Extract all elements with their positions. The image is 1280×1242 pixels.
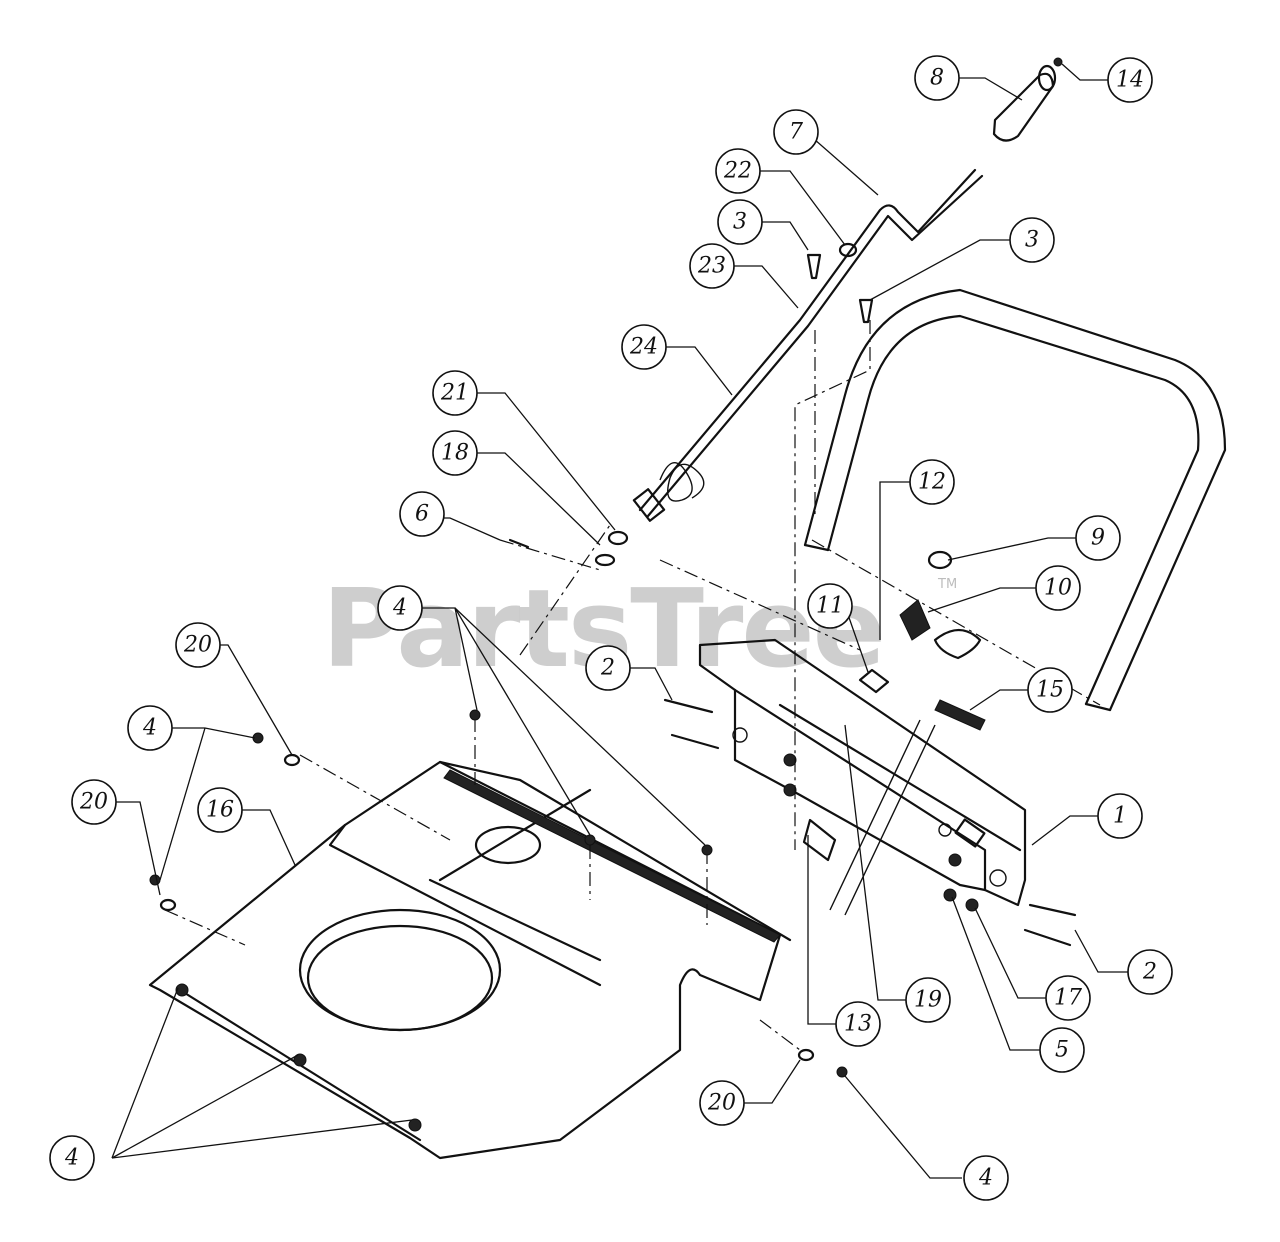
callout-label: 24 (629, 335, 658, 360)
callout-3: 3 (717, 199, 763, 245)
ignition-parts (802, 550, 986, 916)
callout-9: 9 (1075, 515, 1121, 561)
callout-1: 1 (1097, 793, 1143, 839)
callout-label: 2 (1142, 960, 1157, 985)
callout-label: 4 (392, 596, 407, 621)
callout-2: 2 (1127, 949, 1173, 995)
callout-20: 20 (175, 622, 221, 668)
callout-21: 21 (432, 370, 478, 416)
callout-22: 22 (715, 148, 761, 194)
callout-13: 13 (835, 1001, 881, 1047)
callout-15: 15 (1027, 667, 1073, 713)
callout-label: 6 (415, 502, 429, 527)
body-shroud (148, 760, 792, 1160)
callout-label: 20 (183, 633, 212, 658)
callout-7: 7 (773, 109, 819, 155)
callout-label: 21 (440, 381, 469, 406)
callout-label: 9 (1091, 526, 1105, 551)
fasteners (149, 242, 874, 1132)
callout-label: 13 (844, 1012, 872, 1037)
callout-label: 20 (707, 1091, 736, 1116)
callout-8: 8 (914, 55, 960, 101)
callout-label: 5 (1055, 1038, 1069, 1063)
callout-14: 14 (1107, 57, 1153, 103)
callout-label: 23 (697, 254, 726, 279)
callout-20: 20 (699, 1080, 745, 1126)
callout-label: 10 (1044, 576, 1072, 601)
callout-6: 6 (399, 491, 445, 537)
leader-lines (95, 63, 1128, 1179)
callout-label: 15 (1036, 678, 1064, 703)
callout-4: 4 (49, 1135, 95, 1181)
callout-17: 17 (1045, 975, 1091, 1021)
callout-label: 19 (914, 988, 942, 1013)
callout-11: 11 (807, 583, 853, 629)
callout-label: 2 (600, 656, 615, 681)
callout-5: 5 (1039, 1027, 1085, 1073)
callout-19: 19 (905, 977, 951, 1023)
callout-10: 10 (1035, 565, 1081, 611)
callout-4: 4 (963, 1155, 1009, 1201)
handle-grip (992, 57, 1063, 142)
callout-label: 8 (930, 66, 944, 91)
callout-label: 11 (816, 594, 844, 619)
callout-4: 4 (377, 585, 423, 631)
callout-3: 3 (1009, 217, 1055, 263)
callout-20: 20 (71, 779, 117, 825)
callout-label: 20 (79, 790, 108, 815)
callout-label: 3 (1025, 228, 1039, 253)
watermark-trademark: TM (937, 577, 957, 592)
callout-label: 22 (723, 159, 752, 184)
callout-label: 3 (733, 210, 747, 235)
callout-18: 18 (432, 430, 478, 476)
callout-label: 4 (142, 716, 157, 741)
callout-23: 23 (689, 243, 735, 289)
callout-label: 18 (441, 441, 469, 466)
callout-12: 12 (909, 459, 955, 505)
callout-24: 24 (621, 324, 667, 370)
callout-16: 16 (197, 787, 243, 833)
control-panel (698, 638, 1027, 907)
callout-label: 16 (206, 798, 234, 823)
callout-label: 7 (789, 120, 803, 145)
callout-label: 14 (1116, 68, 1144, 93)
callout-label: 17 (1054, 986, 1082, 1011)
callout-label: 4 (64, 1146, 79, 1171)
callout-4: 4 (127, 705, 173, 751)
shift-rod (632, 168, 984, 522)
callout-2: 2 (585, 645, 631, 691)
callout-label: 1 (1113, 804, 1127, 829)
hidden-lines (164, 320, 871, 1051)
callout-label: 4 (978, 1166, 993, 1191)
callout-label: 12 (918, 470, 946, 495)
callouts: 1 2 2 3 3 4 4 4 4 4 5 6 7 8 9 10 11 12 1… (49, 55, 1173, 1201)
